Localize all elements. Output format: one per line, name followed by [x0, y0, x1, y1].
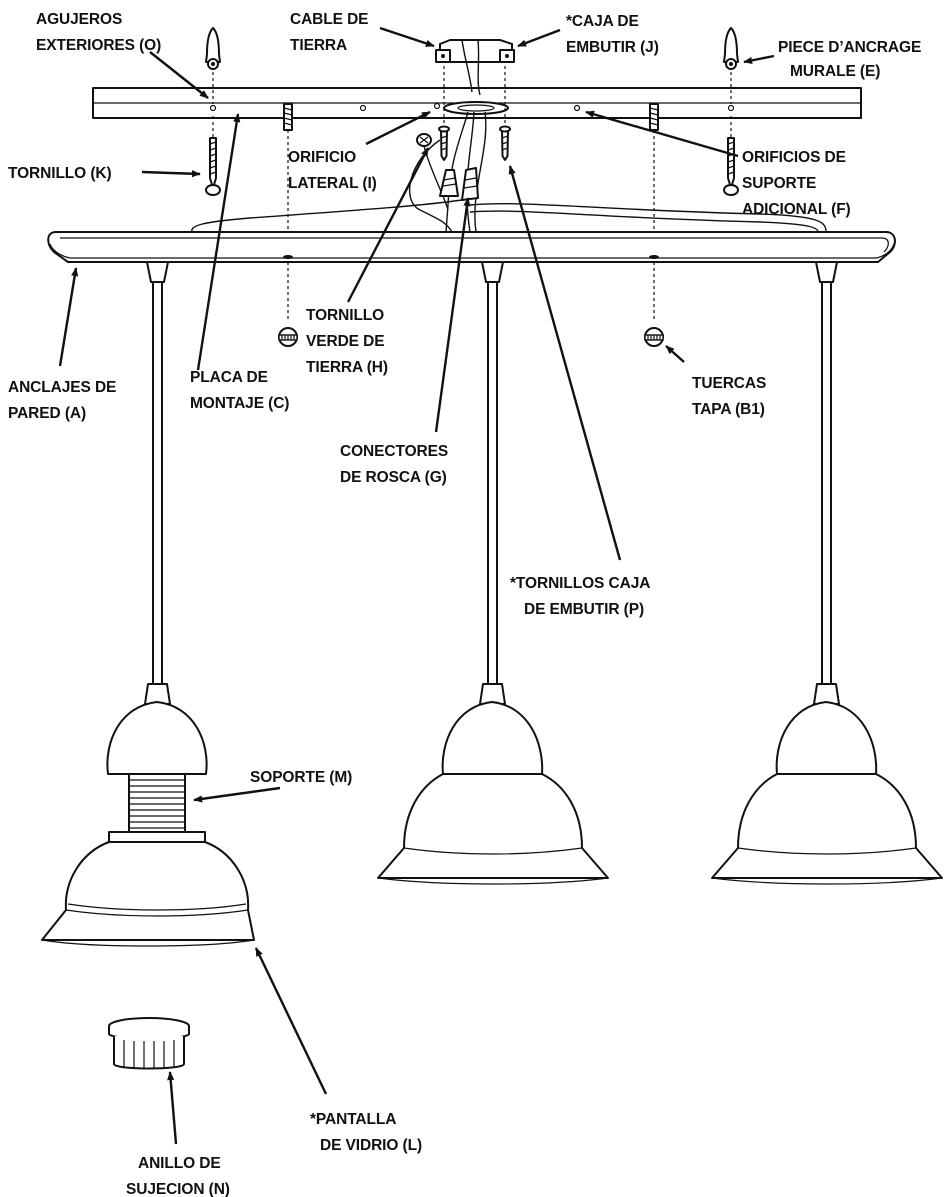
label-wire-nuts: CONECTORES DE ROSCA (G) [340, 443, 452, 486]
cap-nut-right [644, 327, 664, 347]
label-green-screw: TORNILLO VERDE DE TIERRA (H) [306, 307, 389, 376]
pendant-center [377, 261, 609, 885]
cap-nut-left [278, 327, 298, 347]
wire-nuts [439, 167, 479, 201]
label-extra-holes: ORIFICIOS DE SUPORTE ADICIONAL (F) [742, 149, 851, 218]
label-mounting-plate: PLACA DE MONTAJE (C) [190, 369, 289, 412]
label-screw-k: TORNILLO (K) [8, 165, 112, 182]
label-glass-shade: *PANTALLA DE VIDRIO (L) [310, 1111, 422, 1154]
label-box-screws: *TORNILLOS CAJA DE EMBUTIR (P) [510, 575, 654, 618]
wall-anchor-left [205, 27, 221, 70]
socket-thread [128, 773, 186, 833]
label-wall-anchor: PIECE D’ANCRAGE MURALE (E) [778, 39, 925, 80]
label-wall-anchors-a: ANCLAJES DE PARED (A) [8, 379, 121, 422]
box-screw-left [438, 125, 450, 161]
pendant-right [711, 261, 943, 885]
wall-anchor-right [723, 27, 739, 70]
label-ground-wire: CABLE DE TIERRA [290, 11, 373, 54]
threaded-stud-right [649, 103, 659, 131]
label-socket: SOPORTE (M) [250, 769, 352, 786]
label-cap-nuts: TUERCAS TAPA (B1) [692, 375, 770, 418]
label-side-hole: ORIFICIO LATERAL (I) [288, 149, 377, 192]
screw-k-left [205, 137, 221, 196]
leader-arrows [58, 26, 775, 1145]
wall-bracket [92, 87, 862, 131]
label-junction-box: *CAJA DE EMBUTIR (J) [566, 13, 659, 56]
wiring [191, 111, 827, 233]
retaining-ring [108, 1017, 190, 1070]
alignment-lines [212, 60, 732, 320]
canopy-plate [47, 231, 896, 263]
glass-shade-exploded [41, 831, 255, 947]
screw-k-right [723, 137, 739, 196]
label-outer-holes: AGUJEROS EXTERIORES (O) [36, 11, 161, 54]
box-screw-right [499, 125, 511, 161]
green-ground-screw [416, 133, 432, 147]
junction-box [435, 39, 515, 96]
label-retaining-ring: ANILLO DE SUJECION (N) [126, 1155, 230, 1197]
pendant-left-exploded [41, 261, 255, 1070]
threaded-stud-left [283, 103, 293, 131]
